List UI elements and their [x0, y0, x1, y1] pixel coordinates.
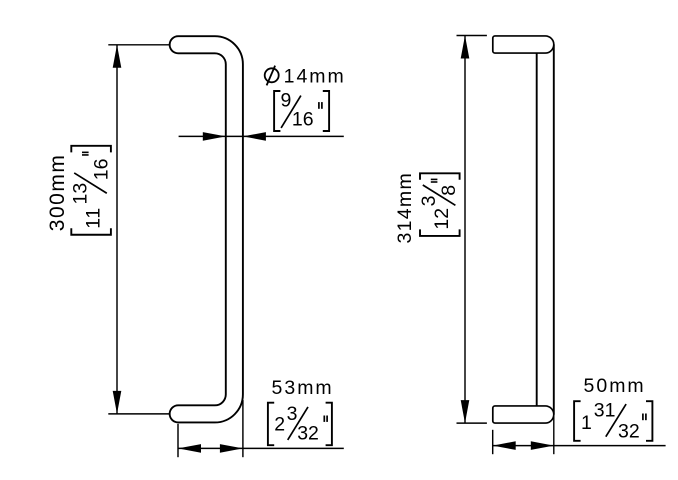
svg-text:1: 1	[581, 412, 592, 434]
svg-text:13: 13	[70, 183, 92, 205]
svg-text:12: 12	[431, 208, 453, 230]
svg-text:9: 9	[281, 90, 292, 112]
svg-text:53mm: 53mm	[272, 377, 334, 399]
svg-text:16: 16	[91, 159, 113, 181]
svg-text:14mm: 14mm	[284, 65, 346, 87]
svg-text:8: 8	[438, 185, 460, 196]
svg-text:32: 32	[297, 422, 319, 444]
svg-text:16: 16	[292, 109, 314, 131]
svg-text:3: 3	[287, 403, 298, 425]
svg-text:314mm: 314mm	[394, 172, 416, 244]
svg-text:11: 11	[82, 207, 104, 229]
svg-text:2: 2	[274, 413, 285, 435]
svg-text:32: 32	[618, 420, 640, 442]
svg-text:50mm: 50mm	[584, 375, 646, 397]
svg-text:3: 3	[418, 196, 440, 207]
svg-text:300mm: 300mm	[46, 154, 69, 232]
svg-text:31: 31	[594, 399, 616, 421]
